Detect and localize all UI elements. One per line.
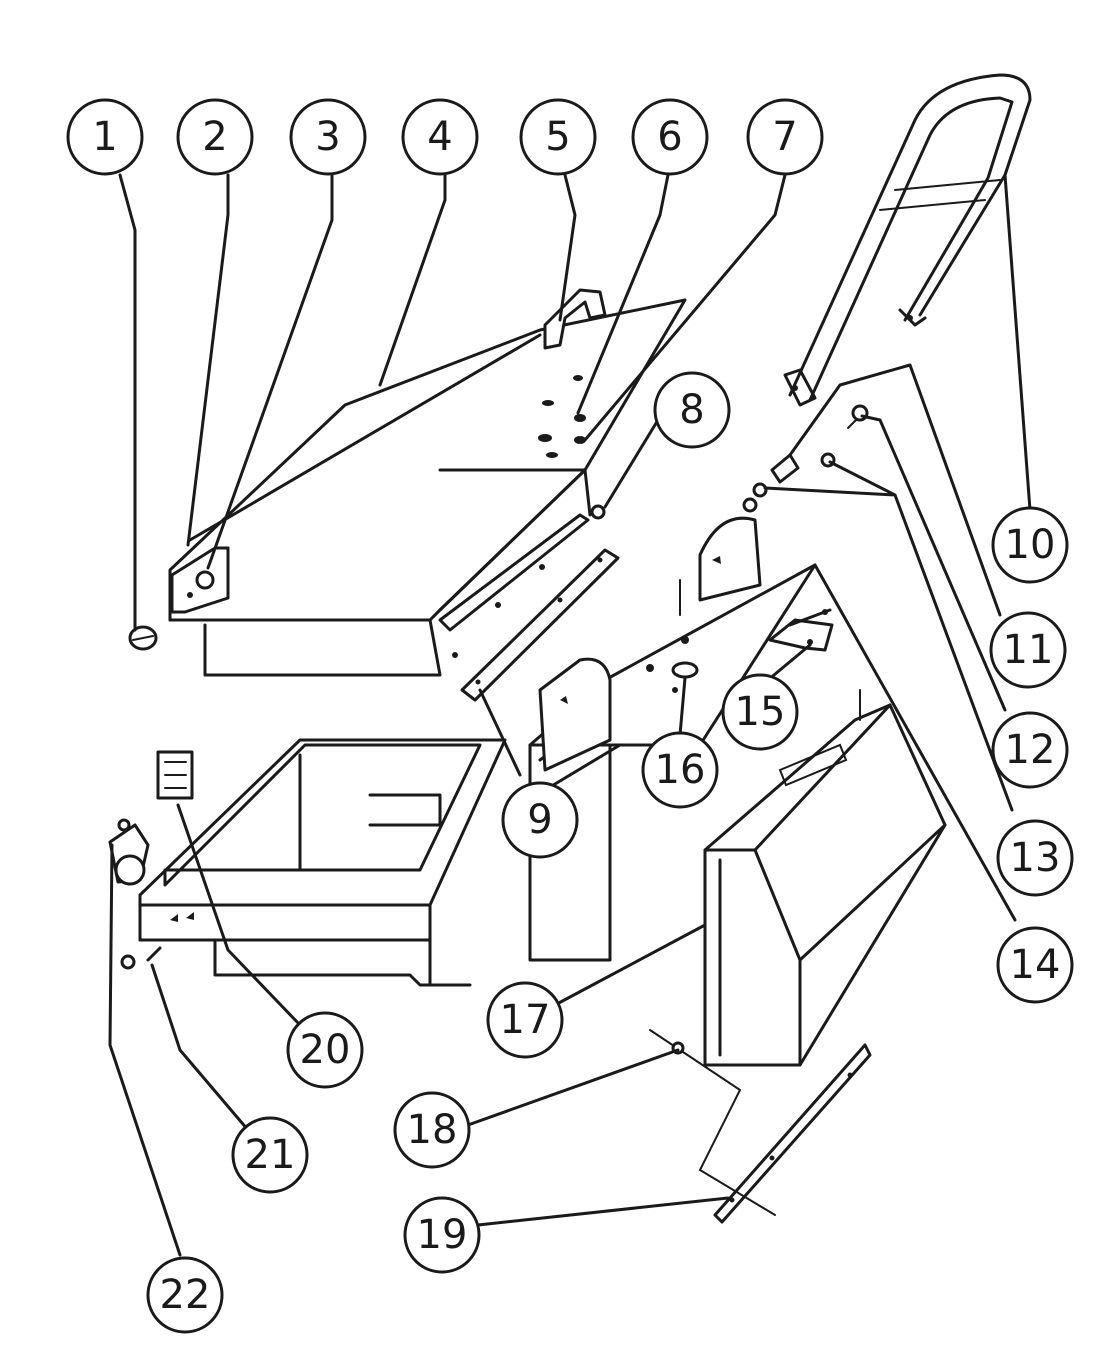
side-panel [703, 689, 947, 1067]
callout-label: 3 [315, 114, 340, 160]
screw [120, 946, 162, 970]
callout-label: 15 [735, 689, 786, 735]
callout-14: 14 [996, 926, 1074, 1004]
callout-label: 22 [160, 1272, 211, 1318]
callout-21: 21 [231, 1116, 309, 1194]
leader-lines [108, 173, 1032, 1257]
callout-5: 5 [519, 98, 597, 176]
callout-label: 5 [545, 114, 570, 160]
handle-bar [783, 73, 1032, 407]
callout-label: 12 [1005, 727, 1056, 773]
callout-label: 14 [1010, 942, 1061, 988]
callout-12: 12 [991, 711, 1069, 789]
rod [649, 1029, 776, 1216]
callout-10: 10 [991, 506, 1069, 584]
callout-3: 3 [289, 98, 367, 176]
bolt [590, 504, 606, 520]
callout-15: 15 [721, 673, 799, 751]
callout-label: 16 [655, 747, 706, 793]
top-tray [168, 288, 687, 677]
callout-label: 11 [1003, 627, 1054, 673]
callout-16: 16 [641, 731, 719, 809]
callout-6: 6 [631, 98, 709, 176]
callout-9: 9 [501, 781, 579, 859]
callout-label: 13 [1010, 835, 1061, 881]
callout-label: 4 [427, 114, 452, 160]
callout-label: 7 [772, 114, 797, 160]
flat-bar [460, 548, 620, 702]
handle-hardware [742, 404, 869, 513]
callout-label: 1 [92, 114, 117, 160]
long-bar [713, 1043, 872, 1224]
bracket [768, 608, 834, 652]
callout-13: 13 [996, 819, 1074, 897]
callout-label: 19 [417, 1212, 468, 1258]
callout-label: 21 [245, 1132, 296, 1178]
callout-17: 17 [486, 981, 564, 1059]
callout-label: 20 [300, 1027, 351, 1073]
callout-22: 22 [146, 1256, 224, 1334]
callout-label: 6 [657, 114, 682, 160]
callout-2: 2 [176, 98, 254, 176]
caster-wheel [108, 818, 150, 886]
callout-label: 8 [679, 387, 704, 433]
callout-4: 4 [401, 98, 479, 176]
callout-label: 10 [1005, 522, 1056, 568]
callout-label: 18 [407, 1107, 458, 1153]
clip [156, 750, 194, 800]
callout-label: 2 [202, 114, 227, 160]
knob [128, 625, 158, 651]
center-frame [528, 516, 817, 962]
callout-20: 20 [286, 1011, 364, 1089]
bottom-tray [138, 738, 507, 987]
callout-1: 1 [66, 98, 144, 176]
callout-7: 7 [746, 98, 824, 176]
callout-18: 18 [393, 1091, 471, 1169]
callout-19: 19 [403, 1196, 481, 1274]
callout-11: 11 [989, 611, 1067, 689]
callout-8: 8 [653, 371, 731, 449]
callout-label: 9 [527, 797, 552, 843]
callout-label: 17 [500, 997, 551, 1043]
